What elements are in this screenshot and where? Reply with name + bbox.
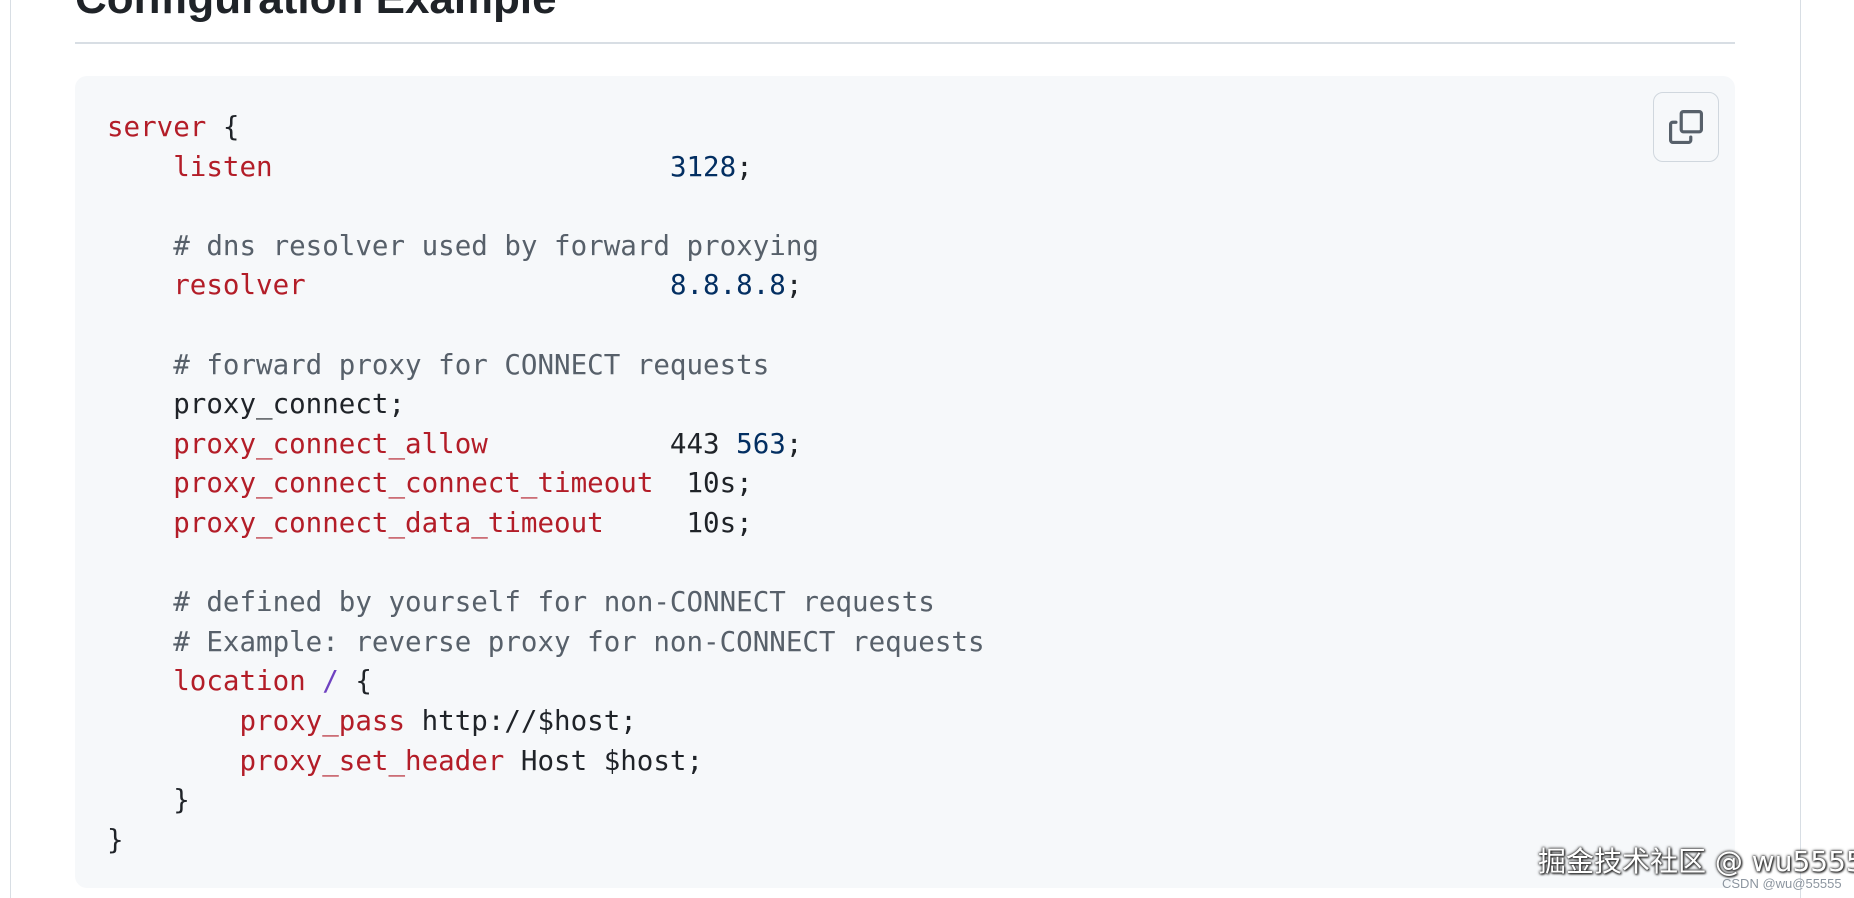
code-line: proxy_connect;	[107, 385, 985, 425]
page-border-left	[10, 0, 11, 898]
code-line: resolver 8.8.8.8;	[107, 266, 985, 306]
code-token: 3128	[669, 150, 737, 183]
code-token	[107, 665, 173, 697]
code-token	[107, 507, 173, 539]
code-token: # dns resolver used by forward proxying	[173, 229, 819, 262]
section-heading: Configuration Example	[75, 0, 557, 25]
code-token	[107, 230, 173, 262]
code-line: proxy_connect_connect_timeout 10s;	[107, 464, 985, 504]
code-token: ;	[785, 269, 803, 302]
code-line: proxy_pass http://$host;	[107, 702, 985, 742]
page-border-right	[1800, 0, 1801, 898]
code-token: proxy_pass	[239, 704, 406, 737]
code-line: proxy_connect_allow 443 563;	[107, 425, 985, 465]
code-token	[107, 467, 173, 499]
code-token: # forward proxy for CONNECT requests	[173, 348, 770, 381]
code-token: proxy_connect_allow	[173, 427, 488, 460]
code-line: server {	[107, 108, 985, 148]
code-token: ;	[785, 427, 803, 460]
code-token	[107, 428, 173, 460]
code-line: # forward proxy for CONNECT requests	[107, 346, 985, 386]
code-line: # dns resolver used by forward proxying	[107, 227, 985, 267]
code-token: proxy_connect_data_timeout	[173, 506, 604, 539]
code-line: }	[107, 821, 985, 861]
code-line: proxy_connect_data_timeout 10s;	[107, 504, 985, 544]
code-token: 443	[487, 427, 737, 460]
code-token	[107, 626, 173, 658]
code-token: 8.8.8.8	[669, 269, 786, 302]
code-token: proxy_connect_connect_timeout	[173, 467, 654, 500]
code-token: proxy_connect;	[107, 388, 406, 421]
code-token	[107, 269, 173, 301]
code-token	[273, 151, 670, 183]
code-line	[107, 187, 985, 227]
code-token: }	[107, 823, 124, 856]
code-line: # defined by yourself for non-CONNECT re…	[107, 583, 985, 623]
code-token: 10s;	[653, 467, 753, 500]
watermark-small: CSDN @wu@55555	[1722, 876, 1842, 891]
code-token: # Example: reverse proxy for non-CONNECT…	[173, 625, 985, 658]
code-line: location / {	[107, 662, 985, 702]
code-token: Host $host;	[504, 744, 704, 777]
code-token: {	[206, 111, 240, 143]
code-line: # Example: reverse proxy for non-CONNECT…	[107, 623, 985, 663]
code-block: server { listen 3128; # dns resolver use…	[75, 76, 1735, 888]
code-token: # defined by yourself for non-CONNECT re…	[173, 586, 935, 619]
code-token	[107, 586, 173, 618]
heading-divider	[75, 42, 1735, 44]
code-line	[107, 544, 985, 584]
code-line: proxy_set_header Host $host;	[107, 742, 985, 782]
code-token: resolver	[173, 269, 306, 302]
copy-button[interactable]	[1653, 92, 1719, 162]
code-token	[107, 705, 239, 737]
code-token: location	[173, 665, 306, 698]
watermark: 掘金技术社区 @ wu55555	[1538, 845, 1854, 878]
copy-icon	[1669, 110, 1703, 144]
code-token	[306, 665, 323, 697]
code-token	[107, 349, 173, 381]
code-content[interactable]: server { listen 3128; # dns resolver use…	[107, 108, 985, 860]
code-token: listen	[173, 150, 273, 183]
code-token	[306, 269, 670, 301]
code-line: listen 3128;	[107, 148, 985, 188]
code-token: ;	[736, 150, 753, 183]
code-token: {	[338, 665, 372, 698]
code-line: }	[107, 781, 985, 821]
code-token: server	[107, 111, 207, 143]
code-token: proxy_set_header	[239, 744, 505, 777]
code-line	[107, 306, 985, 346]
code-token	[107, 151, 173, 183]
code-token: 563	[736, 427, 786, 460]
code-token: 10s;	[603, 506, 753, 539]
code-token: http://$host;	[405, 704, 637, 737]
code-token: }	[107, 784, 190, 817]
code-token	[107, 745, 239, 777]
code-token: /	[322, 665, 339, 698]
